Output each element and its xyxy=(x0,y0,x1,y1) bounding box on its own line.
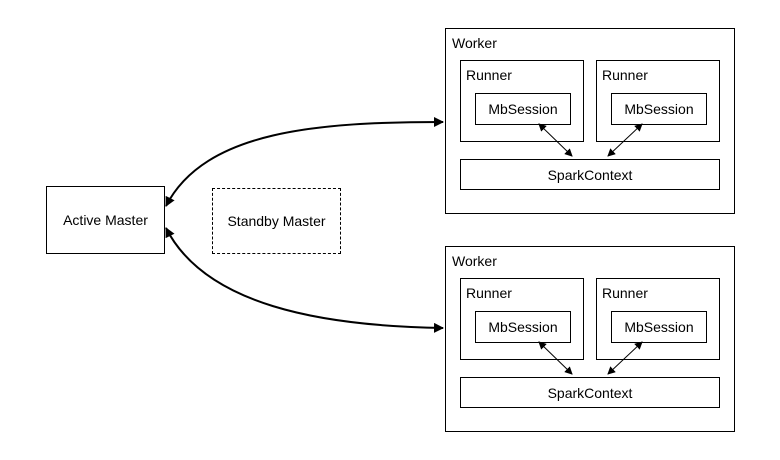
runner-node: Runner MbSession xyxy=(596,60,720,142)
worker-node: Worker Runner MbSession Runner MbSession… xyxy=(445,246,735,432)
mbsession-node: MbSession xyxy=(475,311,571,343)
mbsession-node: MbSession xyxy=(475,93,571,125)
active-master-node: Active Master xyxy=(46,186,165,254)
mbsession-label: MbSession xyxy=(488,101,558,117)
sparkcontext-label: SparkContext xyxy=(547,384,633,401)
worker-label: Worker xyxy=(452,253,497,269)
runner-label: Runner xyxy=(466,67,512,83)
runner-node: Runner MbSession xyxy=(460,60,584,142)
sparkcontext-node: SparkContext xyxy=(460,159,720,190)
mbsession-label: MbSession xyxy=(488,319,558,335)
runner-label: Runner xyxy=(602,285,648,301)
sparkcontext-label: SparkContext xyxy=(547,166,633,183)
mbsession-node: MbSession xyxy=(611,93,707,125)
sparkcontext-node: SparkContext xyxy=(460,377,720,408)
mbsession-node: MbSession xyxy=(611,311,707,343)
standby-master-label: Standby Master xyxy=(227,213,326,229)
mbsession-label: MbSession xyxy=(624,319,694,335)
worker-label: Worker xyxy=(452,35,497,51)
runner-label: Runner xyxy=(466,285,512,301)
standby-master-node: Standby Master xyxy=(212,188,341,254)
runner-node: Runner MbSession xyxy=(460,278,584,360)
mbsession-label: MbSession xyxy=(624,101,694,117)
runner-node: Runner MbSession xyxy=(596,278,720,360)
runner-label: Runner xyxy=(602,67,648,83)
active-master-label: Active Master xyxy=(63,212,148,228)
worker-node: Worker Runner MbSession Runner MbSession… xyxy=(445,28,735,214)
